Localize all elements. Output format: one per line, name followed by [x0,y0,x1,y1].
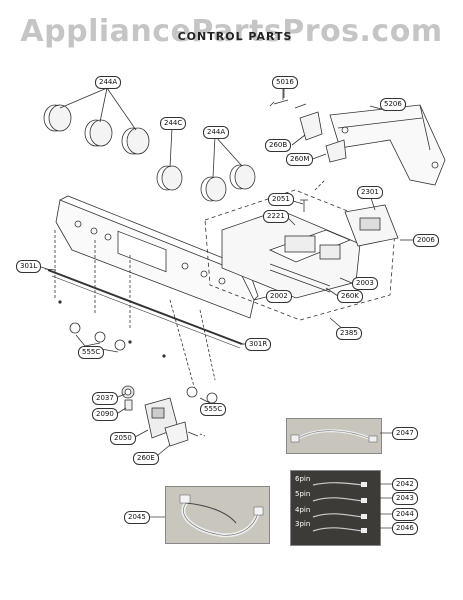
part-label-2045: 2045 [124,511,150,524]
part-label-2051: 2051 [268,193,294,206]
part-label-5206: 5206 [380,98,406,111]
knob-244a-mid [84,119,113,147]
part-label-2046: 2046 [392,522,418,535]
part-label-244a-second: 244A [203,126,230,139]
part-label-2003: 2003 [352,277,378,290]
knob-244a-second-right [229,164,256,190]
harness-set-photo: 6pin 5pin 4pin 3pin [290,470,381,546]
part-label-2042: 2042 [392,478,418,491]
harness-2045-drawing [179,494,264,538]
part-label-5016: 5016 [272,76,298,89]
module-2050 [144,397,199,447]
part-label-260m: 260M [286,153,314,166]
pin-6-label: 6pin [295,475,311,483]
part-label-2044: 2044 [392,508,418,521]
part-label-2385: 2385 [336,327,362,340]
part-label-2301: 2301 [357,186,383,199]
control-board-assembly [221,209,361,299]
module-2301 [344,204,399,247]
harness-2047-drawing [290,429,378,443]
knob-244a-second-left [200,176,227,202]
part-label-2002: 2002 [266,290,292,303]
part-label-2006: 2006 [413,234,439,247]
part-label-260e: 260E [133,452,159,465]
part-label-2037: 2037 [92,392,118,405]
part-label-2050: 2050 [110,432,136,445]
part-label-555c-second: 555C [200,403,227,416]
part-label-260b: 260B [265,139,292,152]
switch-2090 [121,385,135,411]
part-label-244a: 244A [95,76,122,89]
part-label-260k: 260K [337,290,363,303]
part-label-2221: 2221 [263,210,289,223]
knob-244a-left [43,104,72,132]
pin-5-label: 5pin [295,490,311,498]
part-label-2047: 2047 [392,427,418,440]
bracket-5206 [329,104,446,186]
watermark: AppliancePartsPros.com [20,14,443,49]
part-label-301l: 301L [16,260,42,273]
part-label-2043: 2043 [392,492,418,505]
diagram-title: CONTROL PARTS [177,30,293,43]
harness-set-drawing [312,482,367,533]
part-label-244c: 244C [160,117,187,130]
knob-244c [156,165,183,191]
part-label-2090: 2090 [92,408,118,421]
harness-2047-photo [286,418,382,454]
harness-2045-photo [165,486,270,544]
part-label-301r: 301R [245,338,272,351]
pin-4-label: 4pin [295,506,311,514]
pin-3-label: 3pin [295,520,311,528]
part-label-555c: 555C [78,346,105,359]
knob-244a-right [121,127,150,155]
